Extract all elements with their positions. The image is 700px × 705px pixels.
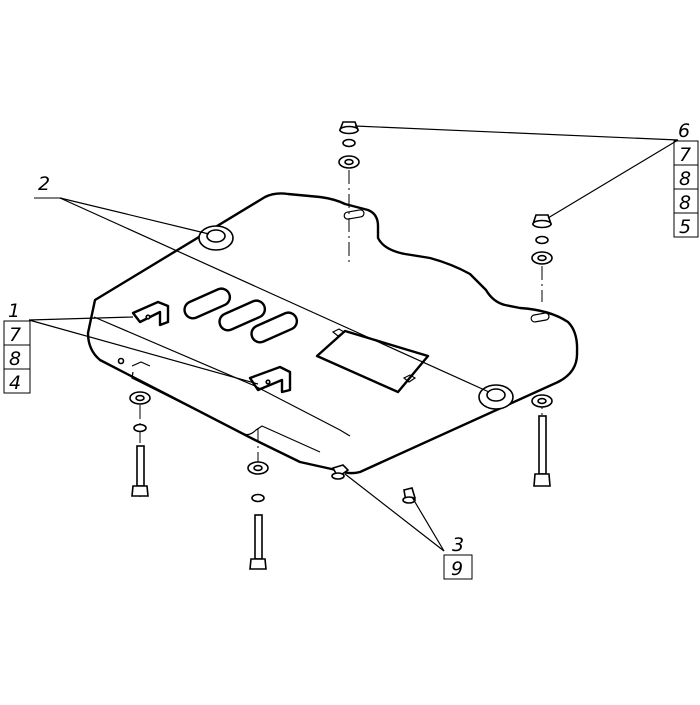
skid-plate-outline [86,192,579,475]
vent-slot [250,311,299,344]
bolt-stack-left [129,391,151,497]
spring-washer [251,493,265,503]
callout-6-item: 6 [678,120,690,142]
mount-slot [343,209,365,220]
spring-washer [342,138,356,148]
plug-fastener [402,487,416,504]
skid-plate [86,192,579,475]
mounting-hole [117,357,125,365]
mounting-bracket [248,365,292,394]
callout-6-sub: 5 [679,216,691,238]
callout-6-sub: 7 [679,144,691,166]
callout-1: 1 7 8 4 [3,300,31,394]
service-hatch [315,329,430,394]
callout-1-sub: 7 [9,324,21,346]
callout-2: 2 [34,173,62,199]
plug-fastener [331,464,350,480]
vent-slot [183,287,232,320]
callout-1-sub: 4 [9,372,21,394]
skid-plate-fold-line [93,316,351,437]
mount-slot [530,312,550,323]
rubber-bushing [478,384,514,410]
callout-6-sub: 8 [679,168,691,190]
callout-3: 3 9 [443,534,473,580]
hatch-fastener [402,374,417,383]
mounting-bracket [131,300,170,327]
bracket-hole [265,379,271,385]
bracket-hole [145,314,151,320]
long-bolt-right [531,394,553,487]
hardware-stack-top-right [531,214,553,265]
rubber-bushing [198,225,234,251]
callout-1-sub: 8 [9,348,21,370]
hatch-fastener [331,328,346,337]
leader-lines [28,125,679,552]
callout-1-item: 1 [8,300,20,322]
flange-tab [131,361,151,367]
callout-2-item: 2 [38,173,50,195]
vent-slot [218,299,267,332]
callout-3-sub: 9 [451,558,463,580]
callout-6: 6 7 8 8 5 [673,120,699,238]
callout-3-item: 3 [452,534,464,556]
hardware-stack-top-center [338,121,360,169]
callout-6-sub: 8 [679,192,691,214]
spring-washer [535,235,549,245]
bolt-stack-center [247,461,269,570]
skid-plate-flange [131,371,321,453]
spring-washer [133,423,147,433]
